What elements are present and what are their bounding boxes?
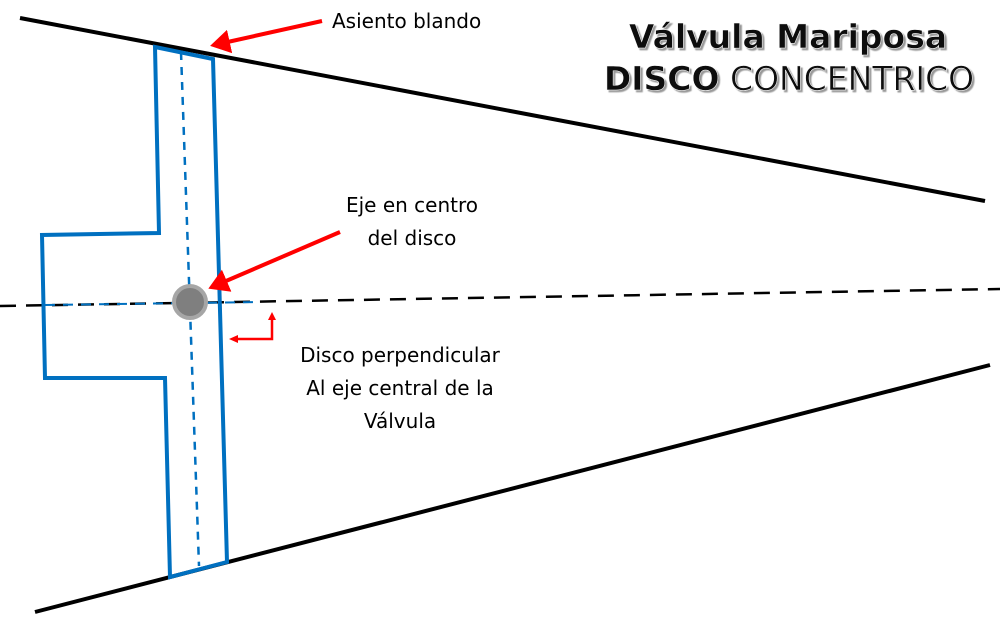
- perpendicular-label-line3: Válvula: [364, 409, 436, 433]
- title-line2: DISCO CONCENTRICO: [604, 59, 974, 98]
- perpendicular-arrowhead-left-icon: [229, 335, 238, 343]
- center-axis-line: [0, 287, 1001, 308]
- title-line2-rest: CONCENTRICO: [720, 59, 975, 98]
- perpendicular-label-line1: Disco perpendicular: [300, 343, 501, 367]
- hub-center-dashed-line: [44, 301, 261, 306]
- shaft-arrow: [208, 230, 341, 292]
- disc-outline: [39, 44, 230, 580]
- perpendicular-arrowhead-up-icon: [268, 312, 276, 320]
- shaft-label-line1: Eje en centro: [346, 193, 478, 217]
- soft-seat-label: Asiento blando: [332, 9, 481, 33]
- valve-body-top-line: [19, 16, 986, 203]
- title-line2-bold: DISCO: [604, 59, 720, 98]
- soft-seat-arrow: [210, 19, 323, 54]
- shaft-label-line2: del disco: [368, 226, 457, 250]
- title-line1: Válvula Mariposa: [629, 17, 947, 56]
- shaft-icon: [172, 284, 208, 320]
- perpendicular-marker-icon: [236, 318, 274, 341]
- perpendicular-label-line2: Al eje central de la: [306, 376, 494, 400]
